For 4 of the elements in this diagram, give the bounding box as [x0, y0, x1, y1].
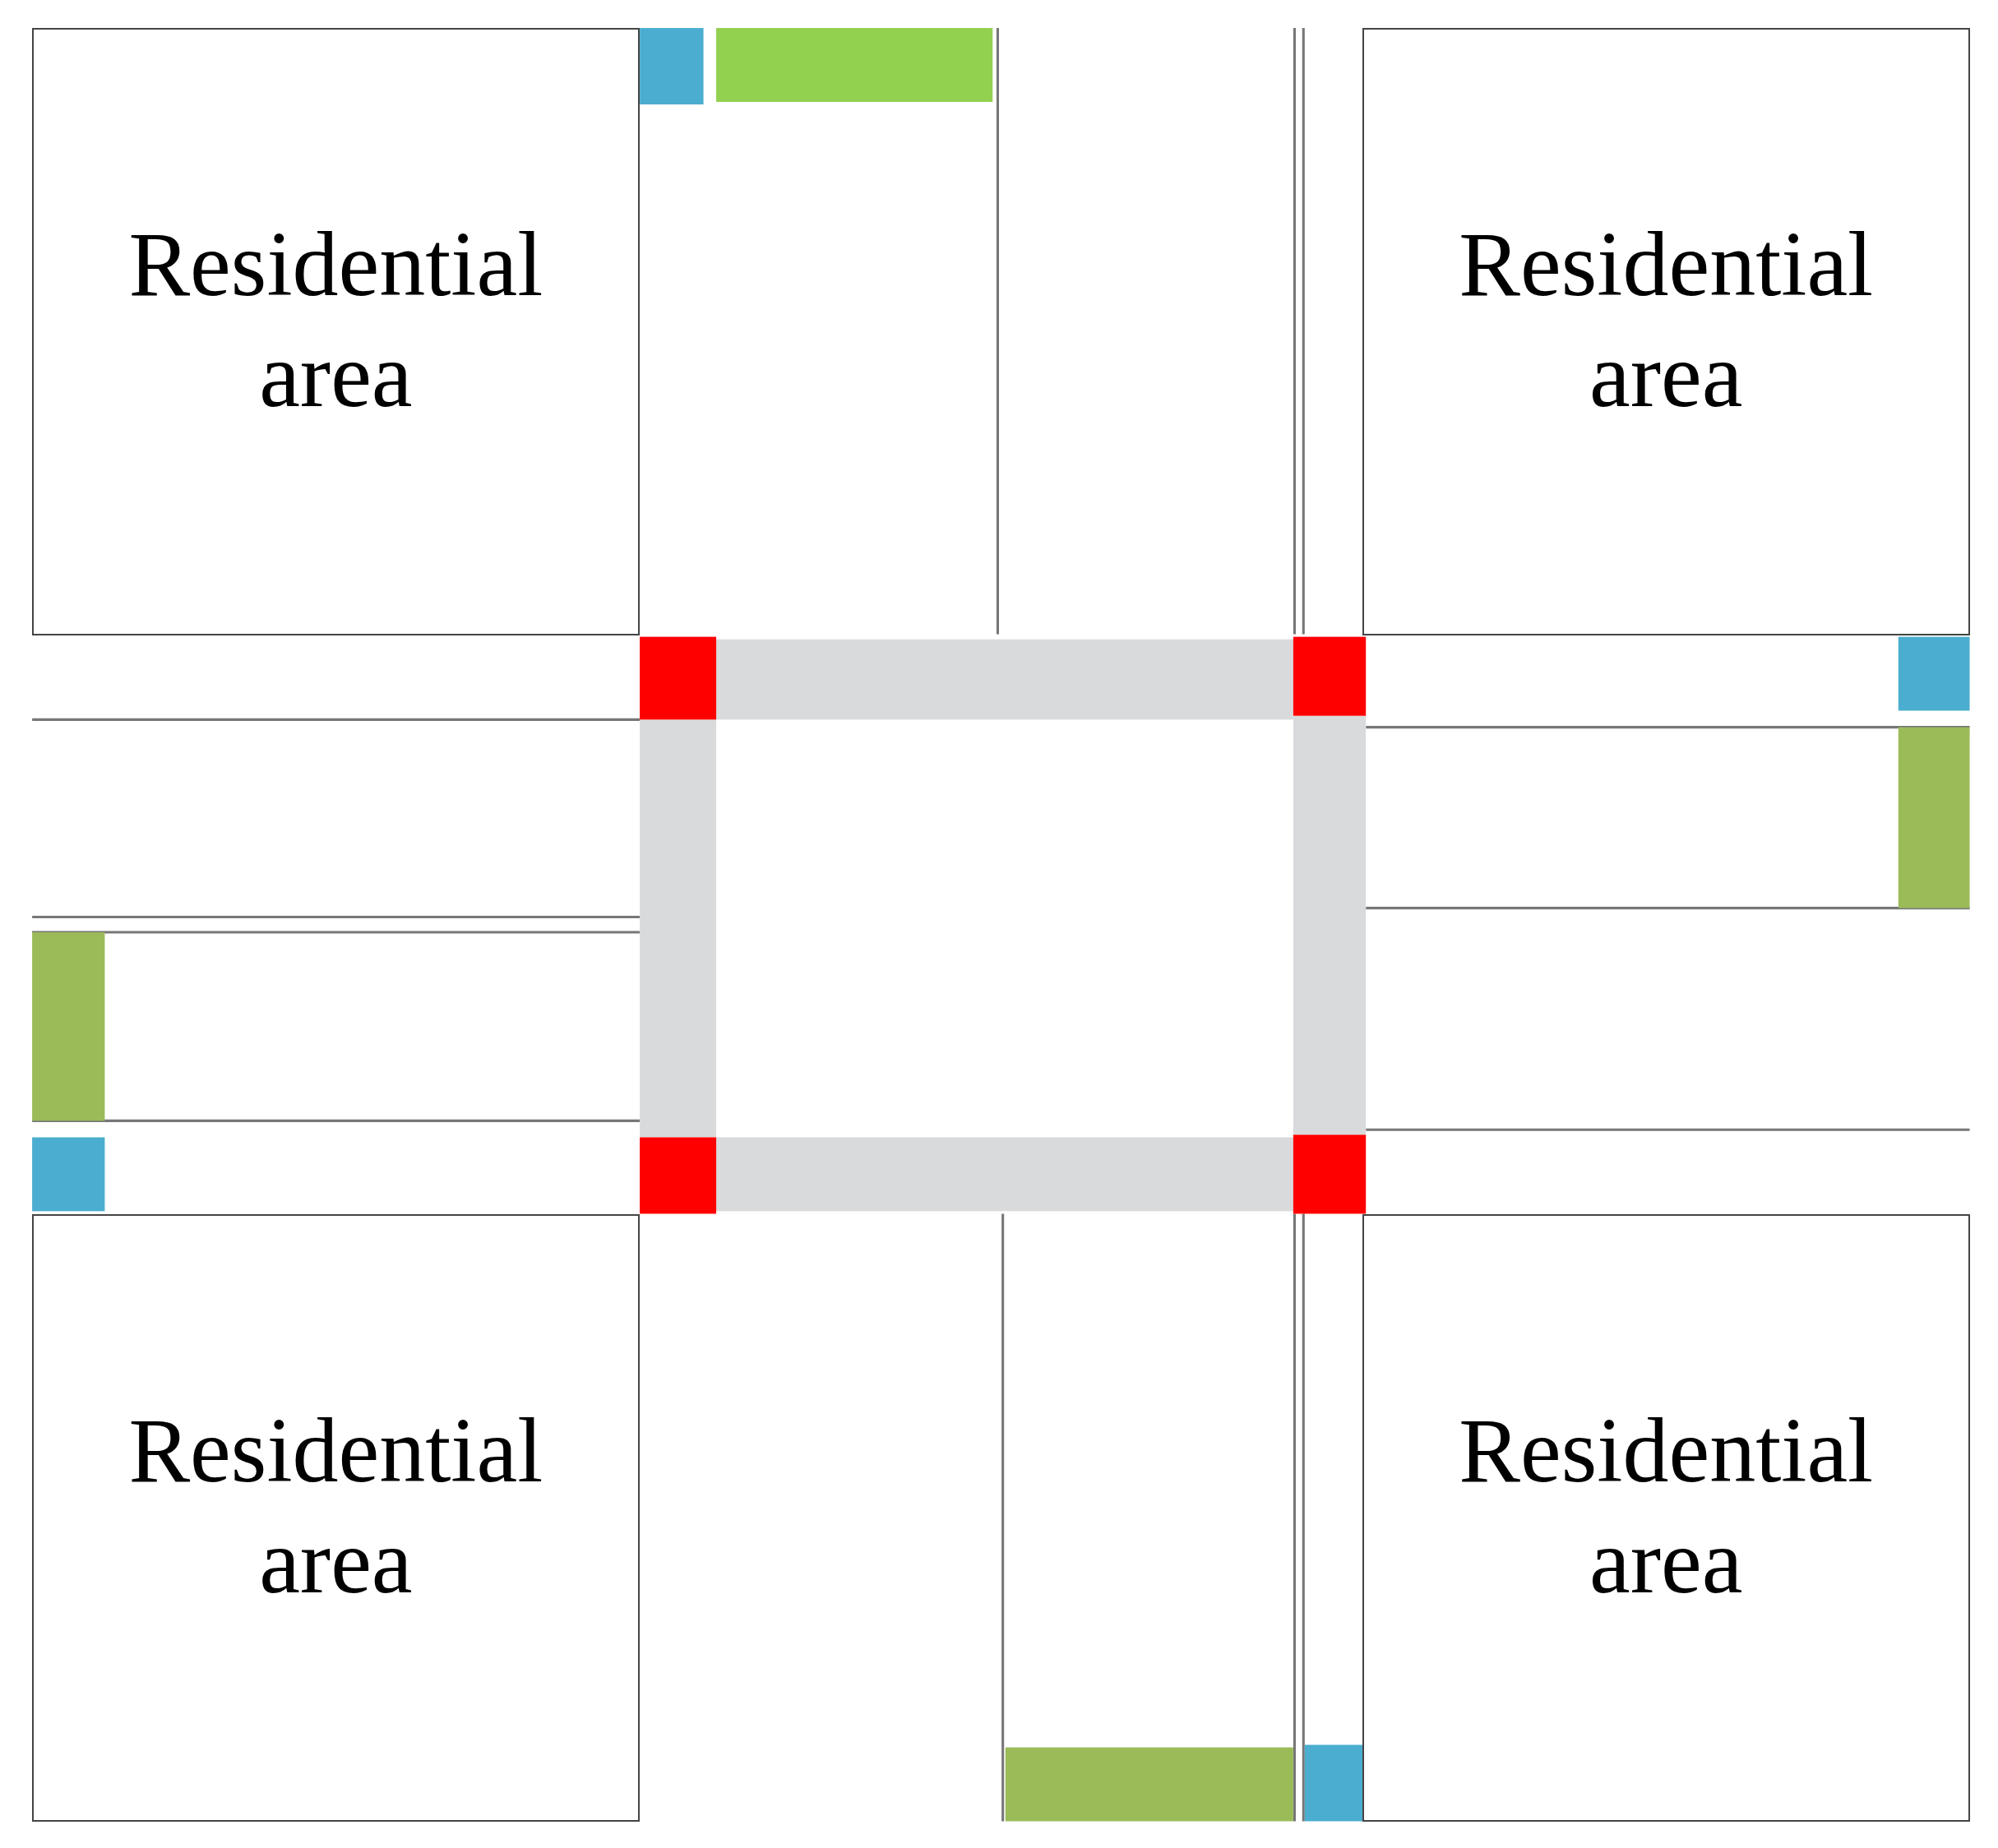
residential-block: Residential area — [1362, 1213, 1970, 1823]
residential-block: Residential area — [1362, 28, 1970, 636]
residential-block: Residential area — [31, 1213, 640, 1823]
residential-block: Residential area — [31, 28, 640, 636]
